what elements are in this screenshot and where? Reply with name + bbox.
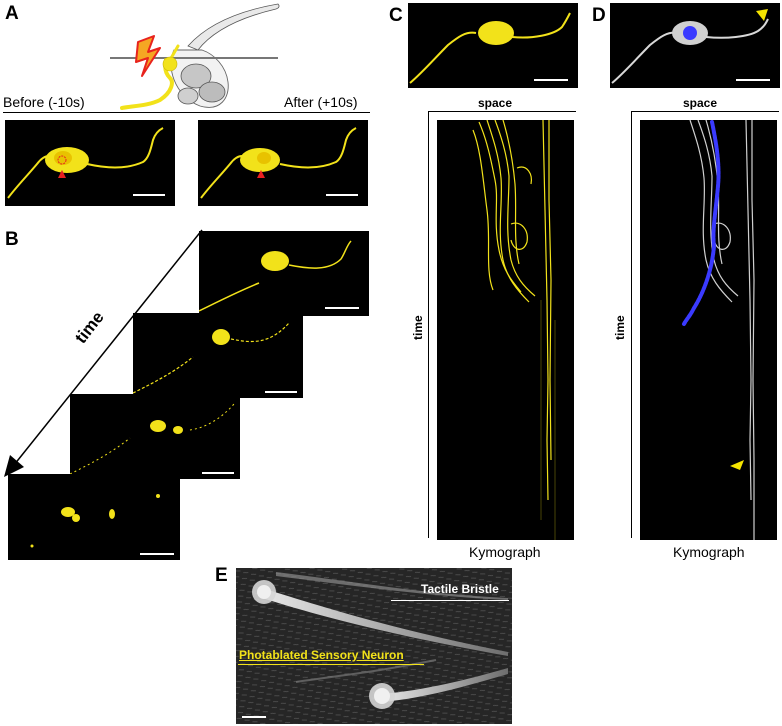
after-image xyxy=(198,120,368,206)
panel-label-e: E xyxy=(215,565,228,586)
time-axis-label: time xyxy=(613,315,627,340)
space-axis-label: space xyxy=(683,96,718,110)
panel-c-neuron-image xyxy=(408,3,578,88)
scale-bar xyxy=(133,194,165,196)
panel-label-c: C xyxy=(389,5,403,26)
timelapse-frame-2 xyxy=(133,313,303,398)
time-axis-line xyxy=(631,111,632,538)
scale-bar xyxy=(242,716,266,718)
panel-label-b: B xyxy=(5,229,19,250)
space-axis-line xyxy=(631,111,779,112)
panel-d-kymograph xyxy=(640,120,777,540)
bristle-schematic xyxy=(110,3,280,110)
scale-bar xyxy=(326,194,358,196)
tactile-bristle-label: Tactile Bristle xyxy=(421,582,499,596)
panel-c-kymograph xyxy=(437,120,574,540)
timelapse-frame-4 xyxy=(8,474,180,560)
space-axis-label: space xyxy=(478,96,513,110)
tactile-bristle-underline xyxy=(391,600,509,601)
panel-label-d: D xyxy=(592,5,606,26)
photoablated-neuron-label: Photablated Sensory Neuron xyxy=(239,648,404,662)
time-axis-label: time xyxy=(411,315,425,340)
after-label: After (+10s) xyxy=(284,94,358,110)
scale-bar xyxy=(140,553,174,555)
bristle-micrograph: Tactile Bristle Photablated Sensory Neur… xyxy=(236,568,512,724)
scale-bar xyxy=(325,307,359,309)
timelapse-frame-1 xyxy=(199,231,369,316)
scale-bar xyxy=(534,79,568,81)
space-axis-line xyxy=(428,111,576,112)
scale-bar xyxy=(202,472,234,474)
before-label: Before (-10s) xyxy=(3,94,85,110)
scale-bar xyxy=(265,391,297,393)
panel-a-divider xyxy=(3,112,370,113)
time-axis-line xyxy=(428,111,429,538)
timelapse-frame-3 xyxy=(70,394,240,479)
before-image xyxy=(5,120,175,206)
kymograph-label: Kymograph xyxy=(673,544,745,560)
neuron-label-underline xyxy=(238,664,424,665)
panel-d-neuron-image xyxy=(610,3,780,88)
panel-label-a: A xyxy=(5,3,19,24)
scale-bar xyxy=(736,79,770,81)
kymograph-label: Kymograph xyxy=(469,544,541,560)
time-arrow xyxy=(4,229,203,477)
